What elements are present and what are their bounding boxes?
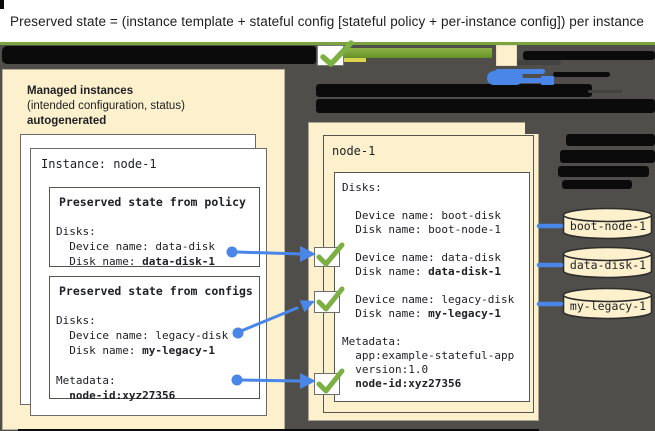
code-line: Disk name: my-legacy-1 bbox=[342, 307, 501, 320]
disk-cylinder-legacy: my-legacy-1 bbox=[562, 287, 654, 321]
heading-line: autogenerated bbox=[27, 115, 107, 127]
code-line: Disks: bbox=[56, 314, 96, 327]
code-line: node-id:xyz27356 bbox=[355, 377, 462, 390]
redaction-bar bbox=[523, 51, 655, 60]
cream-swatch bbox=[496, 45, 517, 66]
code-line bbox=[342, 279, 514, 293]
redaction-bar bbox=[553, 72, 610, 77]
code-line: Device name: data-disk bbox=[56, 240, 215, 253]
code-line bbox=[342, 321, 514, 335]
redaction-bar bbox=[588, 90, 622, 93]
policy-box: Preserved state from policy Disks: Devic… bbox=[49, 187, 260, 269]
top-checkbox bbox=[317, 45, 344, 66]
heading-line: Managed instances bbox=[27, 85, 134, 97]
blue-scribble bbox=[495, 69, 545, 74]
disk-label: my-legacy-1 bbox=[569, 299, 647, 313]
redaction-bar bbox=[558, 166, 649, 177]
redaction-bar bbox=[566, 134, 655, 146]
redaction-bar bbox=[562, 180, 632, 189]
configs-box-lines: Disks: Device name: legacy-disk Disk nam… bbox=[56, 313, 228, 403]
green-progress-bar bbox=[338, 48, 492, 58]
code-line: version:1.0 bbox=[342, 363, 429, 376]
redaction-bar bbox=[560, 150, 655, 163]
code-line: Disk name: data-disk-1 bbox=[56, 255, 215, 268]
code-line: Disks: bbox=[342, 181, 382, 194]
code-line: Device name: legacy-disk bbox=[56, 329, 229, 342]
cylinder-icon bbox=[562, 287, 653, 320]
canvas-notch bbox=[525, 122, 539, 134]
code-line bbox=[56, 358, 228, 373]
disk-cylinder-data: data-disk-1 bbox=[562, 246, 654, 280]
redaction-bar bbox=[18, 429, 539, 431]
code-line: Device name: boot-disk bbox=[342, 209, 501, 222]
node-title: node-1 bbox=[332, 144, 376, 158]
code-line bbox=[342, 195, 514, 209]
cylinder-icon bbox=[562, 207, 653, 240]
managed-instances-heading: Managed instances (intended configuratio… bbox=[27, 84, 185, 129]
code-line: node-id:xyz27356 bbox=[69, 389, 176, 402]
redaction-bar bbox=[2, 46, 316, 64]
disk-label: data-disk-1 bbox=[569, 258, 647, 272]
code-line: Disk name: my-legacy-1 bbox=[56, 344, 215, 357]
instance-card-title: Instance: node-1 bbox=[41, 157, 157, 171]
code-line: Device name: legacy-disk bbox=[342, 293, 515, 306]
heading-line: (intended configuration, status) bbox=[27, 100, 185, 112]
redaction-bar bbox=[517, 60, 561, 65]
vm-disks-box: Disks: Device name: boot-disk Disk name:… bbox=[334, 172, 530, 402]
cylinder-icon bbox=[562, 246, 653, 279]
configs-box: Preserved state from configs Disks: Devi… bbox=[49, 276, 260, 402]
vm-disks-lines: Disks: Device name: boot-disk Disk name:… bbox=[342, 181, 514, 391]
disk-cylinder-boot: boot-node-1 bbox=[562, 207, 654, 241]
checkbox-metadata bbox=[314, 373, 340, 395]
blue-scribble bbox=[541, 76, 554, 85]
code-line: Disk name: data-disk-1 bbox=[342, 265, 501, 278]
checkbox-data-disk bbox=[314, 247, 340, 267]
instance-card-front: Instance: node-1 Preserved state from po… bbox=[30, 148, 267, 416]
banner: Preserved state = (instance template + s… bbox=[0, 0, 655, 42]
blue-scribble bbox=[505, 78, 553, 83]
managed-instances-panel: Managed instances (intended configuratio… bbox=[2, 69, 285, 430]
code-line: Metadata: bbox=[342, 335, 402, 348]
redaction-bar bbox=[316, 84, 592, 97]
code-line bbox=[342, 237, 514, 251]
configs-box-title: Preserved state from configs bbox=[59, 284, 253, 298]
redaction-corner bbox=[0, 0, 4, 9]
code-line: Disk name: boot-node-1 bbox=[342, 223, 501, 236]
code-line: Disks: bbox=[56, 225, 96, 238]
vm-panel: node-1 Disks: Device name: boot-disk Dis… bbox=[308, 122, 539, 421]
policy-box-title: Preserved state from policy bbox=[59, 195, 246, 209]
code-line: app:example-stateful-app bbox=[342, 349, 515, 362]
code-line: Device name: data-disk bbox=[342, 251, 501, 264]
code-line: Metadata: bbox=[56, 374, 116, 387]
node-box: node-1 Disks: Device name: boot-disk Dis… bbox=[323, 135, 534, 413]
banner-text: Preserved state = (instance template + s… bbox=[10, 13, 645, 29]
disk-label: boot-node-1 bbox=[569, 219, 647, 233]
policy-box-lines: Disks: Device name: data-disk Disk name:… bbox=[56, 224, 215, 269]
redaction-bar bbox=[316, 99, 655, 113]
checkbox-legacy-disk bbox=[314, 291, 340, 313]
